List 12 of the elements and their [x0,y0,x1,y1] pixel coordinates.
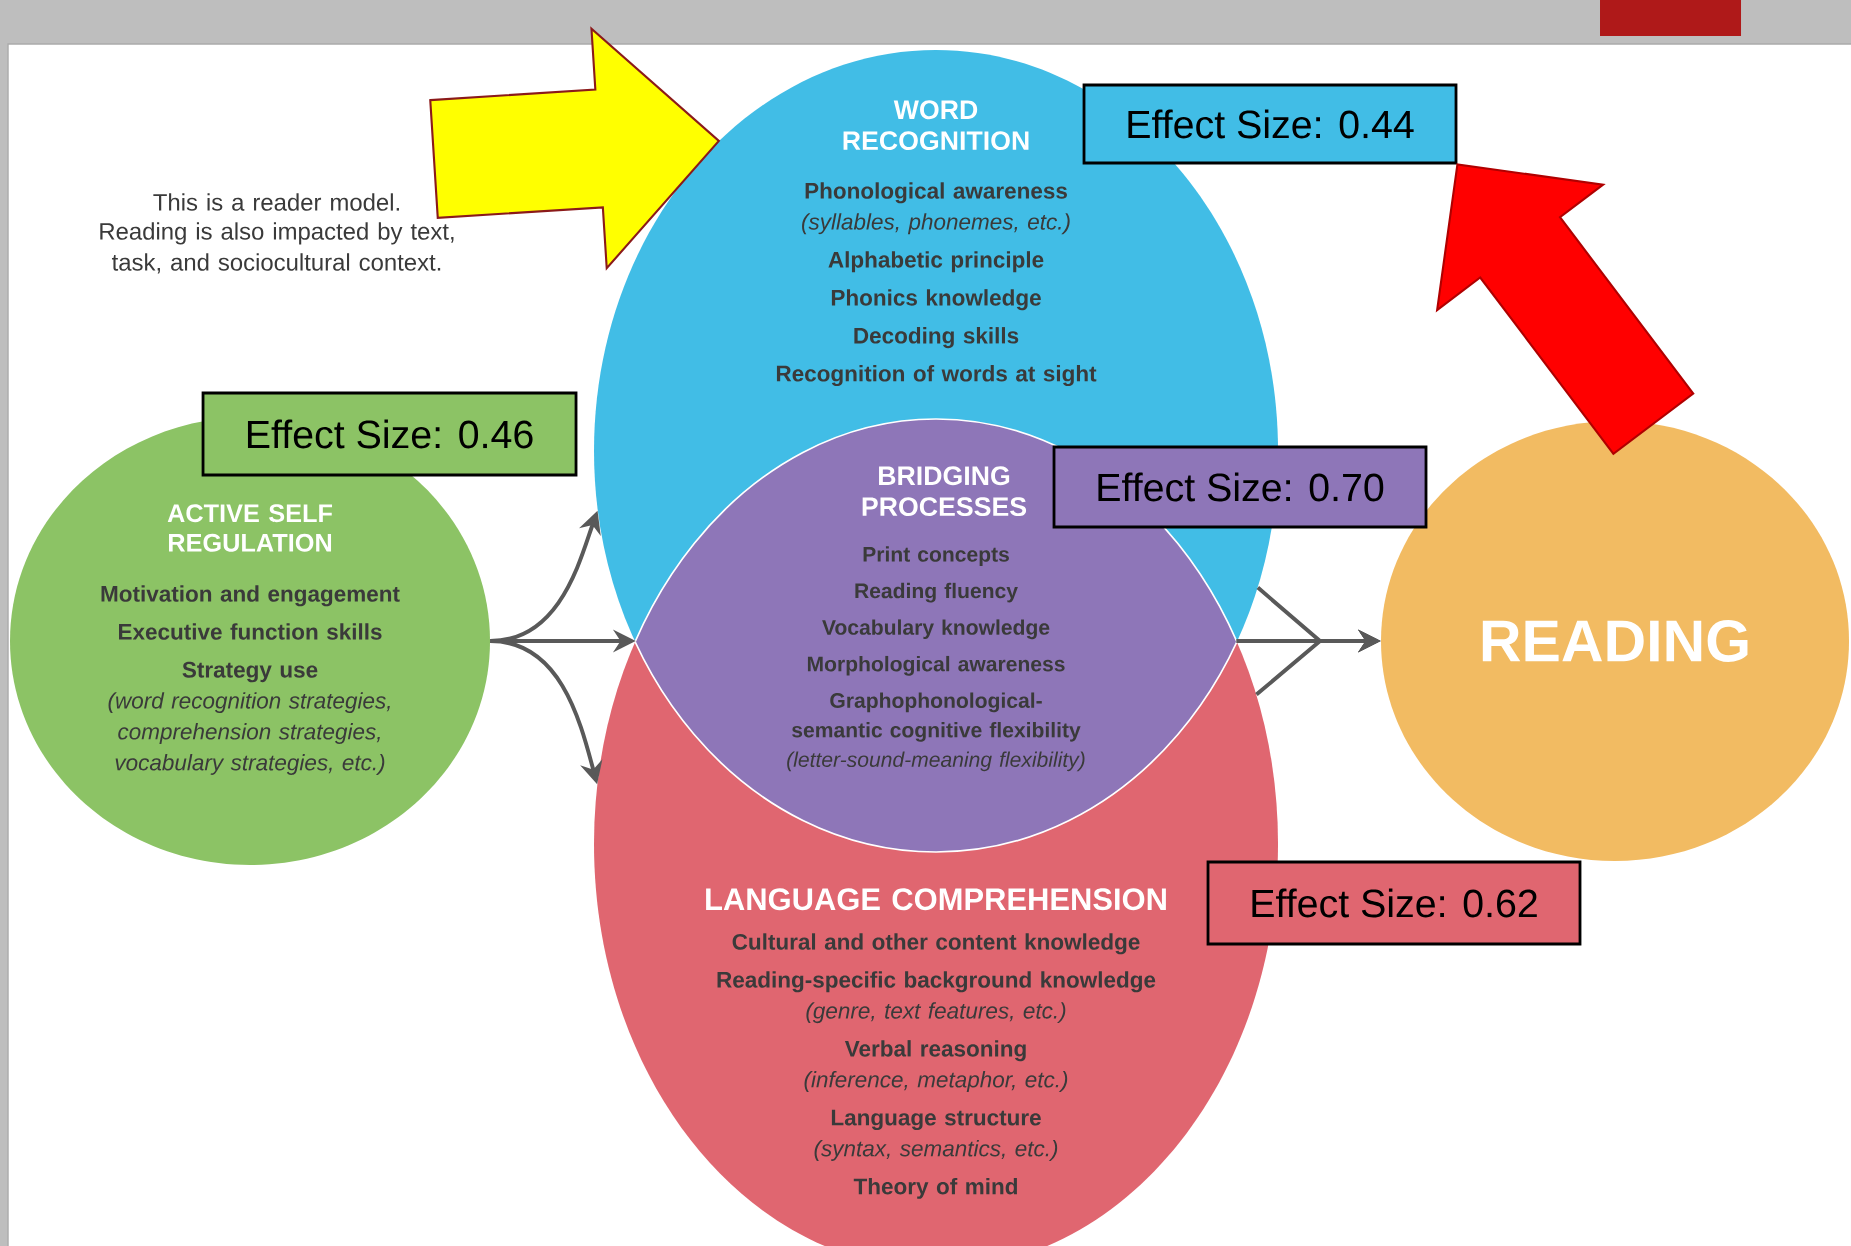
block-arrow [429,26,721,271]
note-text: This is a reader model. [153,193,399,211]
effect-size-box: Effect Size: 0.62 [1206,860,1582,946]
node-label: Motivation and engagement [101,585,400,607]
node-label: (word recognition strategies, comprehension strategies, vocabulary strategies, etc.) [108,692,390,775]
effect-size-box: Effect Size: 0.70 [1052,445,1428,529]
effect-size-box: Effect Size: 0.46 [201,391,578,477]
node-label: Strategy use [182,661,318,683]
node-label: Executive function skills [119,623,382,640]
effect-size-box: Effect Size: 0.44 [1082,83,1458,165]
note-text: Reading is also impacted by text, task, and sociocultural context. [100,222,454,274]
node-label: ACTIVE SELF REGULATION [167,504,333,552]
